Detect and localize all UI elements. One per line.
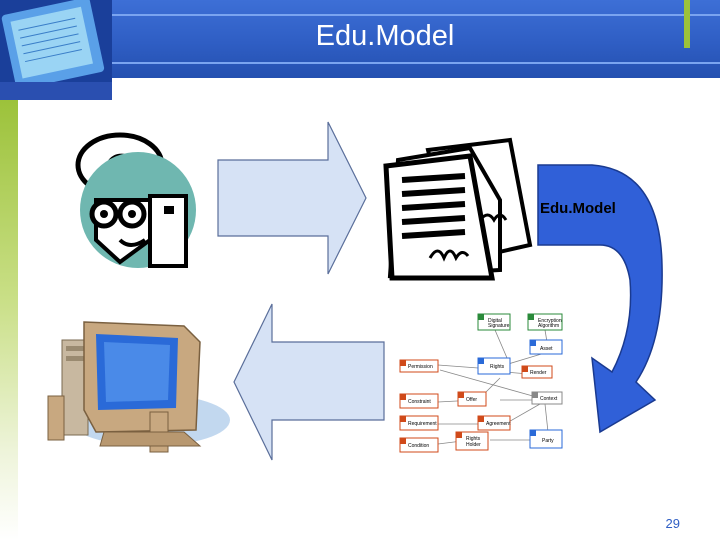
- svg-text:Requirement: Requirement: [408, 421, 437, 427]
- diagram-node-condition: Condition: [399, 437, 439, 453]
- svg-text:Asset: Asset: [540, 346, 553, 352]
- diagram-node-permission: Permission: [399, 359, 439, 373]
- right-arrow-shape: [217, 121, 367, 275]
- left-gradient-sidebar: [0, 100, 18, 540]
- svg-text:Offer: Offer: [466, 397, 477, 403]
- svg-text:Condition: Condition: [408, 443, 429, 449]
- svg-text:Constraint: Constraint: [408, 399, 431, 405]
- svg-text:Algorithm: Algorithm: [538, 323, 559, 329]
- header-stripe-bottom: [110, 62, 720, 64]
- computer-icon: [47, 321, 230, 453]
- documents-icon: [383, 137, 533, 281]
- header-stripe-top: [110, 14, 720, 16]
- corner-computer-illustration: [0, 0, 112, 100]
- header-accent-bar: [684, 0, 690, 48]
- diagram-node-asset: Asset: [529, 339, 563, 355]
- svg-text:Context: Context: [540, 396, 558, 402]
- diagram-node-context: Context: [531, 391, 563, 405]
- curved-return-arrow: [537, 164, 663, 434]
- svg-text:Permission: Permission: [408, 364, 433, 370]
- slide-header: [0, 0, 720, 78]
- svg-text:Signature: Signature: [488, 323, 510, 329]
- svg-text:Holder: Holder: [466, 442, 481, 448]
- diagram-node-agreement: Agreement: [477, 415, 511, 431]
- left-arrow-shape: [233, 303, 385, 461]
- slide-title: Edu.Model: [315, 20, 455, 52]
- diagram-node-constraint: Constraint: [399, 393, 439, 409]
- diagram-node-offer: Offer: [457, 391, 487, 407]
- svg-text:Party: Party: [542, 438, 554, 444]
- svg-text:Encryption: Encryption: [538, 318, 562, 324]
- person-email-icon: @: [75, 132, 196, 268]
- svg-text:Digital: Digital: [488, 318, 502, 324]
- svg-text:Agreement: Agreement: [486, 421, 511, 427]
- svg-text:Rights: Rights: [490, 364, 505, 370]
- diagram-node-rights: Rights: [477, 357, 511, 375]
- page-number: 29: [665, 516, 680, 531]
- svg-text:Rights: Rights: [466, 436, 481, 442]
- diagram-node-render: Render: [521, 365, 553, 379]
- curve-label: Edu.Model: [540, 200, 616, 217]
- diagram-node-party: Party: [529, 429, 563, 449]
- diagram-node-requirement: Requirement: [399, 415, 439, 431]
- svg-text:Render: Render: [530, 370, 547, 376]
